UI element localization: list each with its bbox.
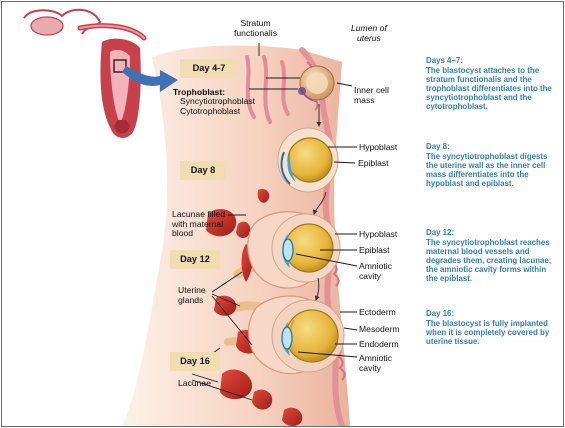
embryo-day16 bbox=[272, 300, 344, 372]
caption-text: The syncytiotrophoblast digests the uter… bbox=[426, 152, 547, 188]
caption-text: The blastocyst is fully implanted when i… bbox=[426, 319, 549, 346]
caption-days-4-7: Days 4–7: The blastocyst attaches to the… bbox=[426, 56, 558, 112]
label-uterine-glands: Uterine glands bbox=[178, 286, 206, 305]
label-stratum-functionalis: Stratum functionalis bbox=[234, 19, 277, 38]
day-4-7-box: Day 4-7 bbox=[180, 59, 238, 78]
caption-text: The syncytiotrophoblast reaches maternal… bbox=[426, 238, 551, 283]
label-epiblast-day12: Epiblast bbox=[359, 246, 390, 256]
label-lacunae: Lacunae bbox=[178, 379, 211, 389]
embryo-day8 bbox=[278, 128, 338, 192]
label-lacunae-filled: Lacunae filled with maternal blood bbox=[172, 210, 225, 239]
label-hypoblast-day12: Hypoblast bbox=[359, 230, 397, 240]
day-16-box: Day 16 bbox=[170, 352, 220, 371]
caption-heading: Day 12: bbox=[426, 228, 558, 237]
label-ectoderm: Ectoderm bbox=[359, 308, 396, 318]
label-amniotic-cavity-day16: Amniotic cavity bbox=[359, 354, 392, 373]
label-inner-cell-mass: Inner cell mass bbox=[354, 86, 389, 105]
label-hypoblast-day8: Hypoblast bbox=[359, 143, 397, 153]
label-cytotrophoblast: Cytotrophoblast bbox=[180, 107, 240, 117]
label-mesoderm: Mesoderm bbox=[359, 325, 400, 335]
caption-day-16: Day 16: The blastocyst is fully implante… bbox=[426, 309, 558, 346]
caption-heading: Day 16: bbox=[426, 309, 558, 318]
caption-heading: Days 4–7: bbox=[426, 56, 558, 65]
label-epiblast-day8: Epiblast bbox=[358, 159, 389, 169]
day-12-box: Day 12 bbox=[170, 250, 220, 269]
caption-day-12: Day 12: The syncytiotrophoblast reaches … bbox=[426, 228, 558, 284]
caption-day-8: Day 8: The syncytiotrophoblast digests t… bbox=[426, 142, 558, 188]
label-amniotic-cavity-day12: Amniotic cavity bbox=[359, 262, 392, 281]
caption-text: The blastocyst attaches to the stratum f… bbox=[426, 66, 552, 111]
label-lumen-of-uterus: Lumen of uterus bbox=[351, 24, 387, 43]
caption-heading: Day 8: bbox=[426, 142, 558, 151]
day-8-box: Day 8 bbox=[180, 161, 226, 180]
label-endoderm: Endoderm bbox=[359, 340, 399, 350]
embryo-day12 bbox=[272, 214, 340, 282]
